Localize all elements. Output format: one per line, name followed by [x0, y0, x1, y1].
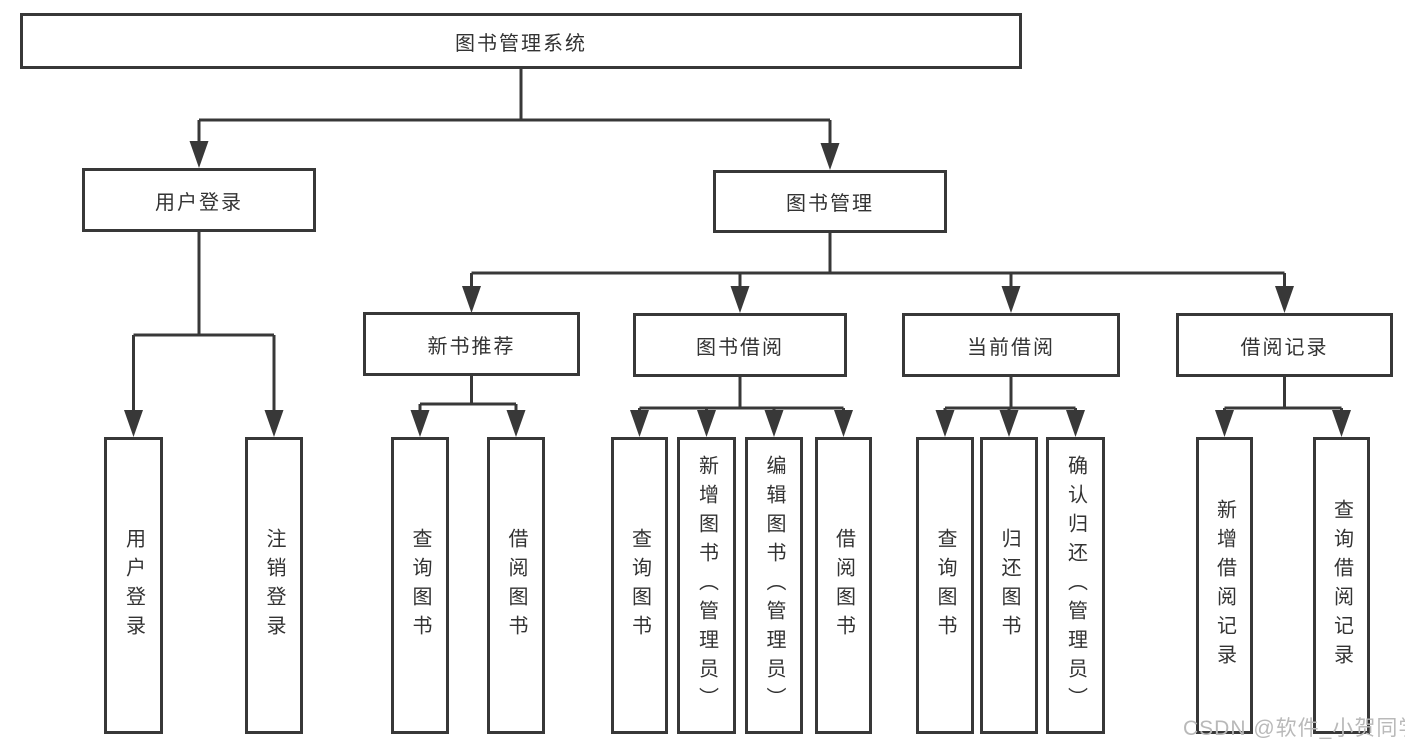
node-label: 图书管理系统 [455, 32, 587, 55]
leaf-current-confirm-return-admin: 确认归还（管理员） [1046, 437, 1105, 734]
arrow-icon [264, 410, 284, 437]
leaf-records-add: 新增借阅记录 [1196, 437, 1253, 734]
csdn-watermark: CSDN @软件_小贺同学 [1183, 717, 1405, 740]
node-label: 图书管理 [786, 193, 874, 215]
leaf-label: 借阅图书 [505, 527, 527, 644]
arrowheads [124, 141, 1351, 437]
leaf-label: 编辑图书（管理员） [763, 455, 785, 716]
arrow-icon [999, 410, 1019, 437]
node-label: 用户登录 [155, 191, 243, 214]
arrow-icon [935, 410, 955, 437]
node-label: 当前借阅 [967, 336, 1055, 359]
leaf-current-query: 查询图书 [916, 437, 974, 734]
node-book-borrow: 图书借阅 [633, 313, 847, 377]
arrow-icon [462, 286, 481, 313]
wire-records-to-leaves [1223, 377, 1343, 418]
arrow-icon [1066, 410, 1085, 437]
wire-bookmgmt-to-level3 [470, 233, 1286, 294]
node-root: 图书管理系统 [20, 13, 1022, 69]
leaf-user-login: 用户登录 [104, 437, 163, 734]
leaf-label: 借阅图书 [832, 527, 855, 644]
connector-paths [132, 69, 1343, 418]
arrow-icon [697, 410, 716, 437]
leaf-logout: 注销登录 [245, 437, 303, 734]
leaf-label: 归还图书 [998, 527, 1020, 644]
node-label: 新书推荐 [427, 335, 516, 358]
arrow-icon [1275, 286, 1294, 313]
arrow-icon [1215, 410, 1234, 437]
wire-root-to-level2 [197, 69, 832, 152]
arrow-icon [506, 410, 526, 437]
arrow-icon [834, 410, 853, 437]
node-borrow-records: 借阅记录 [1176, 313, 1393, 377]
leaf-label: 新增借阅记录 [1213, 498, 1236, 673]
leaf-label: 用户登录 [122, 527, 145, 644]
node-label: 图书借阅 [696, 336, 784, 359]
wire-userlogin-to-leaves [132, 232, 276, 418]
leaf-label: 查询借阅记录 [1330, 498, 1353, 673]
leaf-label: 确认归还（管理员） [1064, 455, 1087, 716]
leaf-label: 查询图书 [628, 527, 651, 644]
arrow-icon [1332, 410, 1351, 437]
node-user-login: 用户登录 [82, 168, 316, 232]
arrow-icon [820, 143, 840, 170]
leaf-label: 查询图书 [409, 527, 431, 644]
node-current-borrow: 当前借阅 [902, 313, 1120, 377]
leaf-borrow-edit-admin: 编辑图书（管理员） [745, 437, 803, 734]
node-label: 借阅记录 [1240, 336, 1329, 359]
arrow-icon [124, 410, 143, 437]
leaf-borrow-query: 查询图书 [611, 437, 668, 734]
arrow-icon [189, 141, 209, 168]
node-book-management: 图书管理 [713, 170, 947, 233]
leaf-borrow-borrow: 借阅图书 [815, 437, 872, 734]
arrow-icon [1001, 286, 1021, 313]
leaf-newbooks-query: 查询图书 [391, 437, 449, 734]
arrow-icon [764, 410, 784, 437]
arrow-icon [730, 286, 750, 313]
leaf-records-query: 查询借阅记录 [1313, 437, 1370, 734]
leaf-label: 查询图书 [934, 527, 956, 644]
leaf-label: 新增图书（管理员） [695, 455, 718, 716]
arrow-icon [630, 410, 649, 437]
wire-bookborrow-to-leaves [638, 377, 845, 418]
leaf-label: 注销登录 [263, 527, 285, 644]
leaf-borrow-add-admin: 新增图书（管理员） [677, 437, 736, 734]
wire-newbooks-to-leaves [418, 376, 518, 418]
node-new-book-recommend: 新书推荐 [363, 312, 580, 376]
arrow-icon [410, 410, 430, 437]
leaf-current-return: 归还图书 [980, 437, 1038, 734]
leaf-newbooks-borrow: 借阅图书 [487, 437, 545, 734]
